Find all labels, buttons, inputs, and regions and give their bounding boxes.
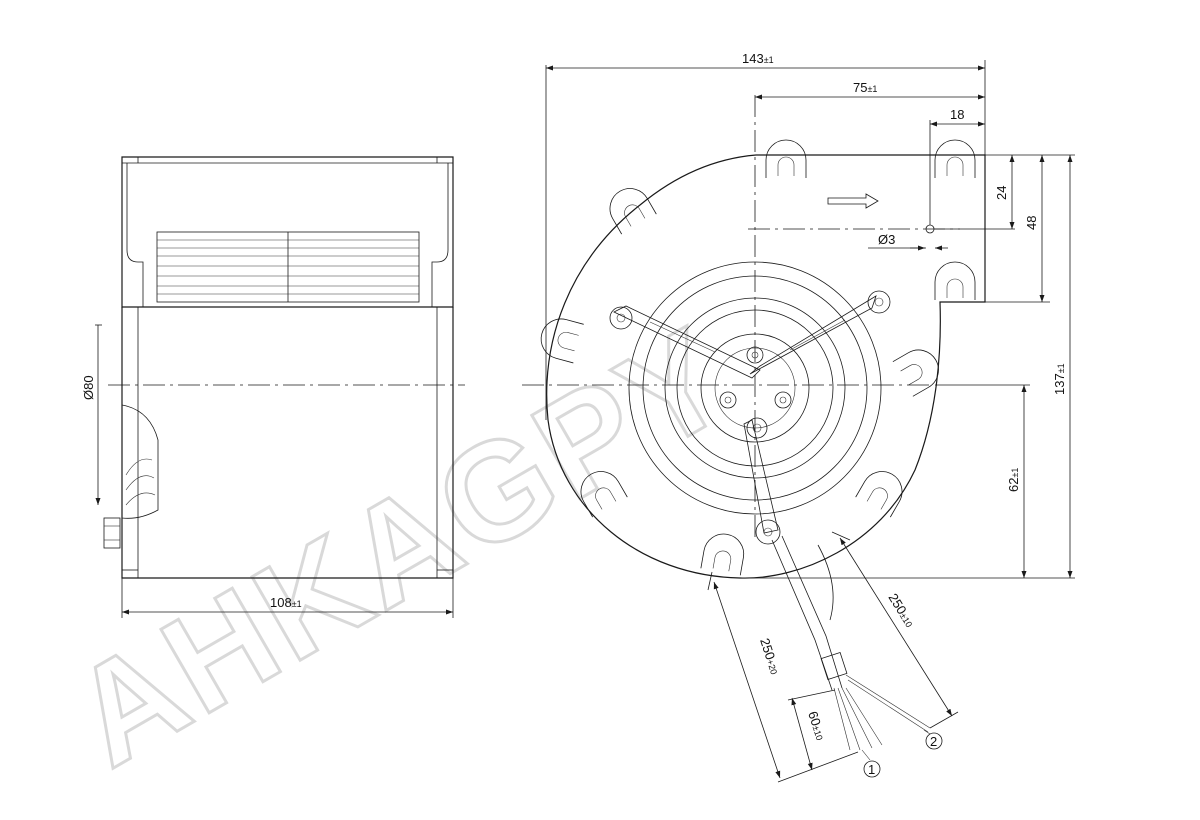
mounting-tab <box>540 318 584 364</box>
dim-diameter-80: Ø80 <box>81 375 96 400</box>
callout-1: 1 <box>861 749 881 778</box>
mounting-tab <box>892 349 939 397</box>
dim-cable-length-250-10: 250±10 <box>885 591 917 630</box>
dim-cable-length-250-20: 250+20 <box>757 636 783 676</box>
dim-width-108: 108±1 <box>270 595 302 610</box>
svg-text:1: 1 <box>868 762 875 777</box>
mounting-tab <box>580 471 628 518</box>
mounting-tab <box>700 533 745 576</box>
dim-hole-position-18: 18 <box>950 107 964 122</box>
dim-hole-diameter-3: Ø3 <box>878 232 895 247</box>
mounting-tab <box>934 139 976 178</box>
dim-outlet-offset-75: 75±1 <box>853 80 877 95</box>
dim-hole-height-24: 24 <box>994 186 1009 200</box>
dim-center-height-62: 62±1 <box>1006 468 1021 492</box>
side-view: Ø80 108±1 <box>81 156 465 618</box>
mounting-tab <box>855 471 903 518</box>
watermark-text: AHKAGPY <box>47 296 756 796</box>
mounting-tab <box>934 261 976 300</box>
callout-2: 2 <box>923 729 943 750</box>
front-view: 143±1 75±1 18 24 48 137±1 62±1 Ø3 250+20… <box>522 51 1075 783</box>
motor-spider <box>609 290 891 545</box>
dim-overall-width-143: 143±1 <box>742 51 774 66</box>
dim-stripped-length-60: 60±10 <box>805 709 828 742</box>
mounting-tab <box>609 188 657 235</box>
airflow-arrow <box>827 193 879 209</box>
svg-text:2: 2 <box>930 734 937 749</box>
dim-outlet-height-48: 48 <box>1024 216 1039 230</box>
dim-overall-height-137: 137±1 <box>1052 363 1067 395</box>
side-motor-connector <box>121 404 159 519</box>
mounting-tab <box>765 139 807 178</box>
side-outlet-grille <box>156 231 420 303</box>
scroll-housing-outline <box>546 154 986 579</box>
